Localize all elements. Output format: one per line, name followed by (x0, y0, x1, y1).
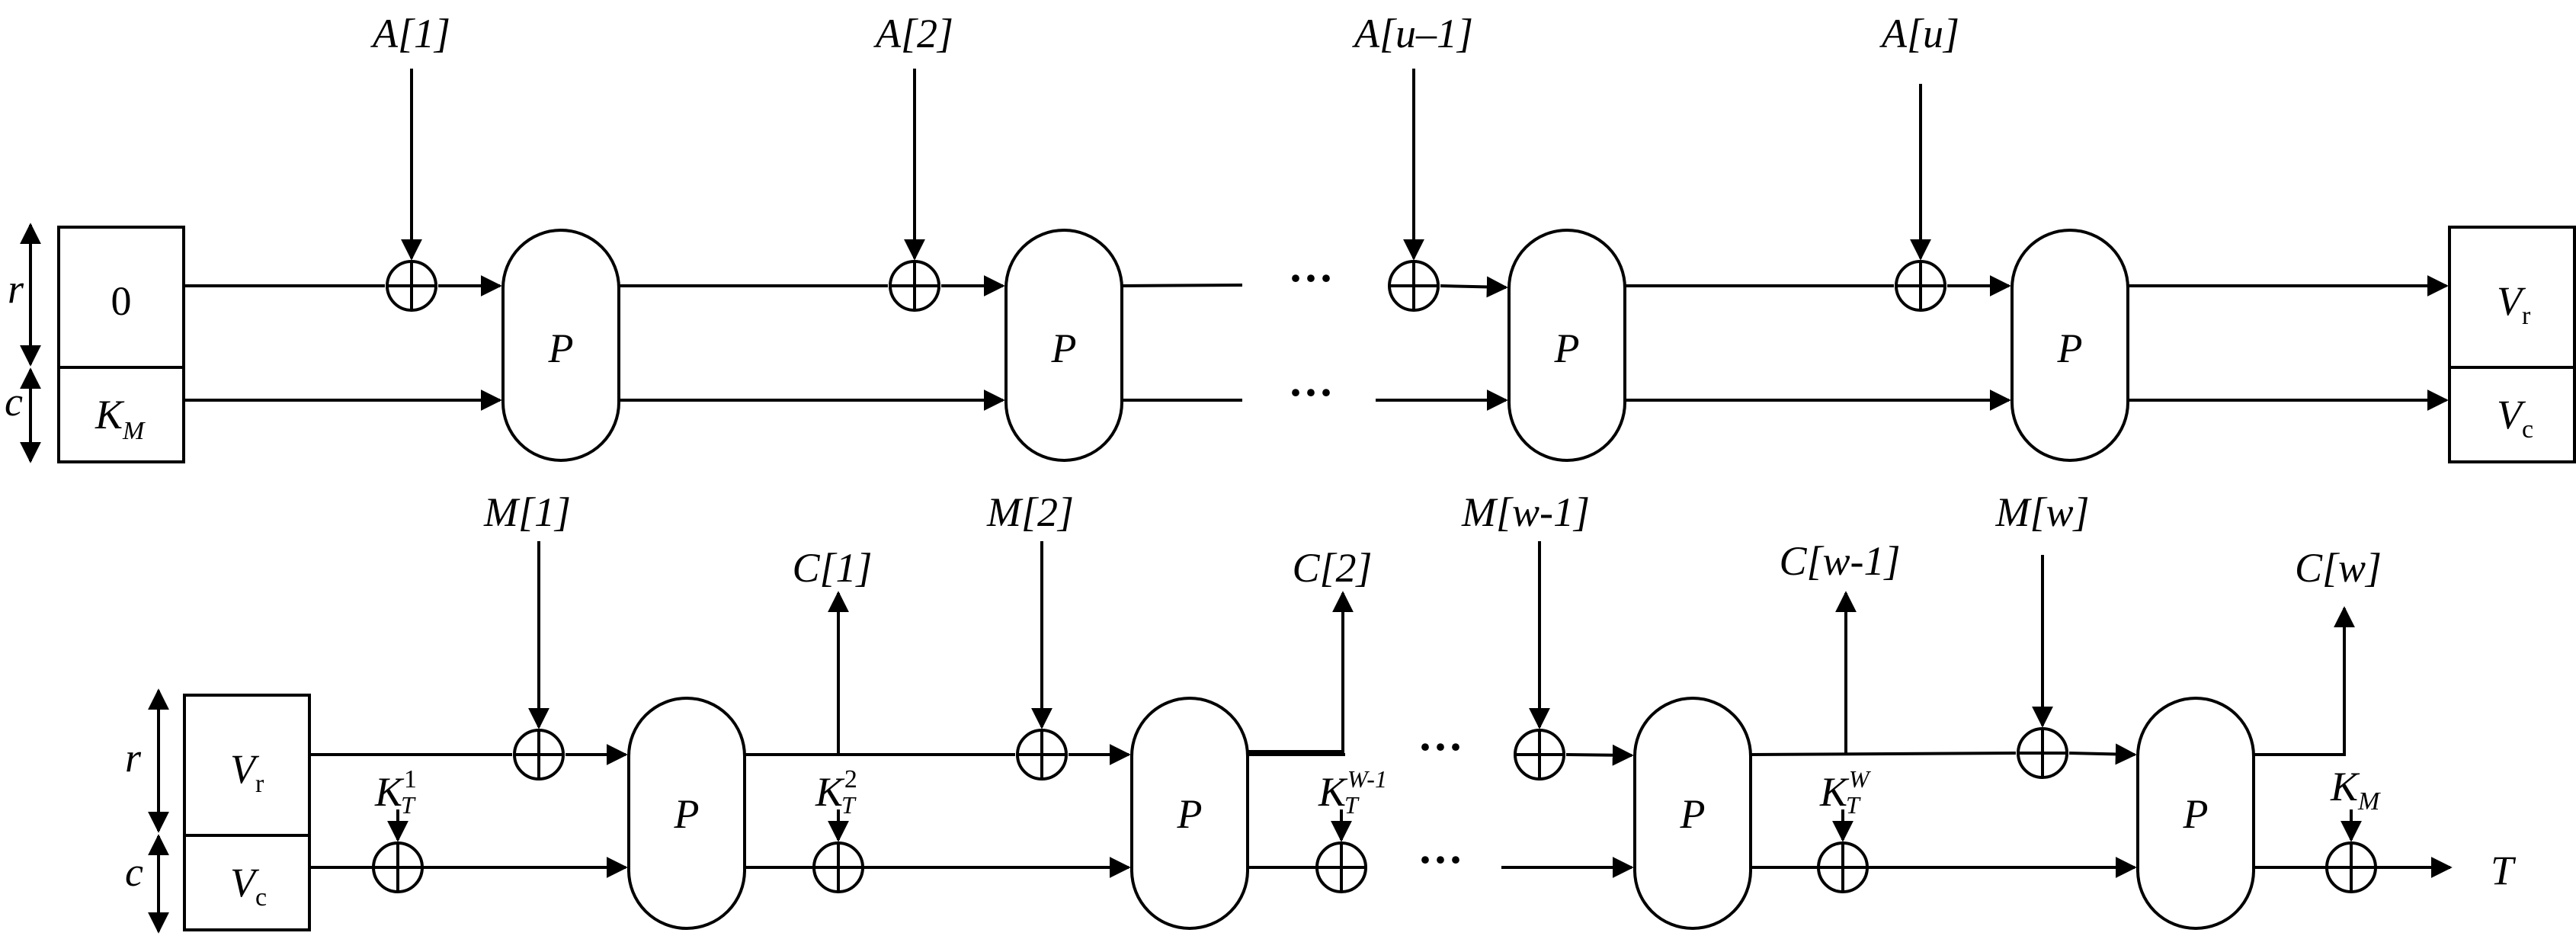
xor-mw (2017, 555, 2068, 779)
xor-m1 (513, 541, 565, 781)
xor-a1 (386, 69, 437, 312)
output-vc: Vc (2497, 392, 2533, 444)
xor-kt1 (372, 809, 424, 893)
top-rate-ellipsis: ··· (1288, 253, 1334, 303)
output-c1-label: C[1] (792, 545, 872, 591)
input-au-label: A[u] (1879, 11, 1959, 56)
top-section: r c 0 KM Vr Vc P P P P (5, 11, 2576, 463)
input-mw-label: M[w] (1994, 489, 2089, 535)
xor-au-1 (1388, 69, 1440, 312)
bottom-vc: Vc (230, 860, 267, 912)
xor-ktw-1 (1315, 809, 1367, 893)
top-permutations: P P P P (501, 229, 2129, 462)
top-rate-wires (184, 275, 2449, 298)
bottom-key-xors (372, 809, 2377, 893)
bottom-rate-label: r (125, 735, 142, 781)
bottom-rate-wires (309, 743, 2344, 766)
bottom-vr: Vr (230, 746, 264, 798)
key-kt2-label: KT2 (815, 765, 857, 819)
xor-mw-1 (1514, 541, 1565, 781)
xor-au (1895, 84, 1946, 312)
input-m2-label: M[2] (986, 489, 1074, 535)
xor-a2 (889, 69, 940, 312)
bottom-input-state: Vr Vc (183, 694, 311, 931)
key-ktw-1-label: KTW-1 (1318, 765, 1387, 819)
input-au-1-label: A[u–1] (1352, 11, 1473, 56)
input-m1-label: M[1] (483, 489, 571, 535)
key-ktw-label: KTW (1819, 765, 1872, 819)
initial-rate-value: 0 (111, 278, 132, 324)
bottom-section: r c Vr Vc P P P P (125, 489, 2517, 934)
top-rate-label: r (8, 266, 24, 312)
xor-kt2 (812, 809, 864, 893)
top-perm-3-label: P (1554, 325, 1580, 371)
tag-label: T (2491, 848, 2517, 893)
bottom-perm-1-label: P (674, 791, 700, 837)
top-initial-state: 0 KM (57, 226, 185, 463)
top-perm-1-label: P (548, 325, 574, 371)
key-km-label: KM (2330, 764, 2381, 816)
bottom-ciphertext-outputs (828, 591, 2355, 756)
bottom-rate-ellipsis: ··· (1418, 722, 1463, 772)
input-a2-label: A[2] (873, 11, 953, 56)
input-a1-label: A[1] (370, 11, 450, 56)
initial-capacity-key: KM (95, 392, 146, 445)
input-mw-1-label: M[w-1] (1461, 489, 1590, 535)
output-c2-label: C[2] (1292, 545, 1372, 591)
output-vr: Vr (2497, 278, 2531, 330)
bottom-permutations: P P P P (627, 697, 2255, 930)
bottom-capacity-label: c (125, 849, 143, 895)
bottom-perm-4-label: P (2183, 791, 2209, 837)
xor-km (2325, 809, 2377, 893)
xor-m2 (1016, 541, 1068, 781)
key-kt1-label: KT1 (374, 765, 417, 819)
bottom-perm-2-label: P (1177, 791, 1203, 837)
bottom-perm-3-label: P (1680, 791, 1706, 837)
top-perm-4-label: P (2057, 325, 2083, 371)
top-capacity-ellipsis: ··· (1288, 367, 1334, 418)
xor-ktw (1817, 809, 1869, 893)
top-output-state: Vr Vc (2448, 226, 2576, 463)
output-cw-label: C[w] (2295, 545, 2382, 591)
bottom-message-xors (513, 541, 2068, 781)
rate-dimension-arrow: r c (5, 223, 42, 463)
top-perm-2-label: P (1051, 325, 1077, 371)
top-capacity-label: c (5, 379, 23, 425)
top-xor-nodes (386, 69, 1946, 312)
output-cw-1-label: C[w-1] (1779, 538, 1900, 584)
bottom-capacity-ellipsis: ··· (1418, 835, 1463, 885)
